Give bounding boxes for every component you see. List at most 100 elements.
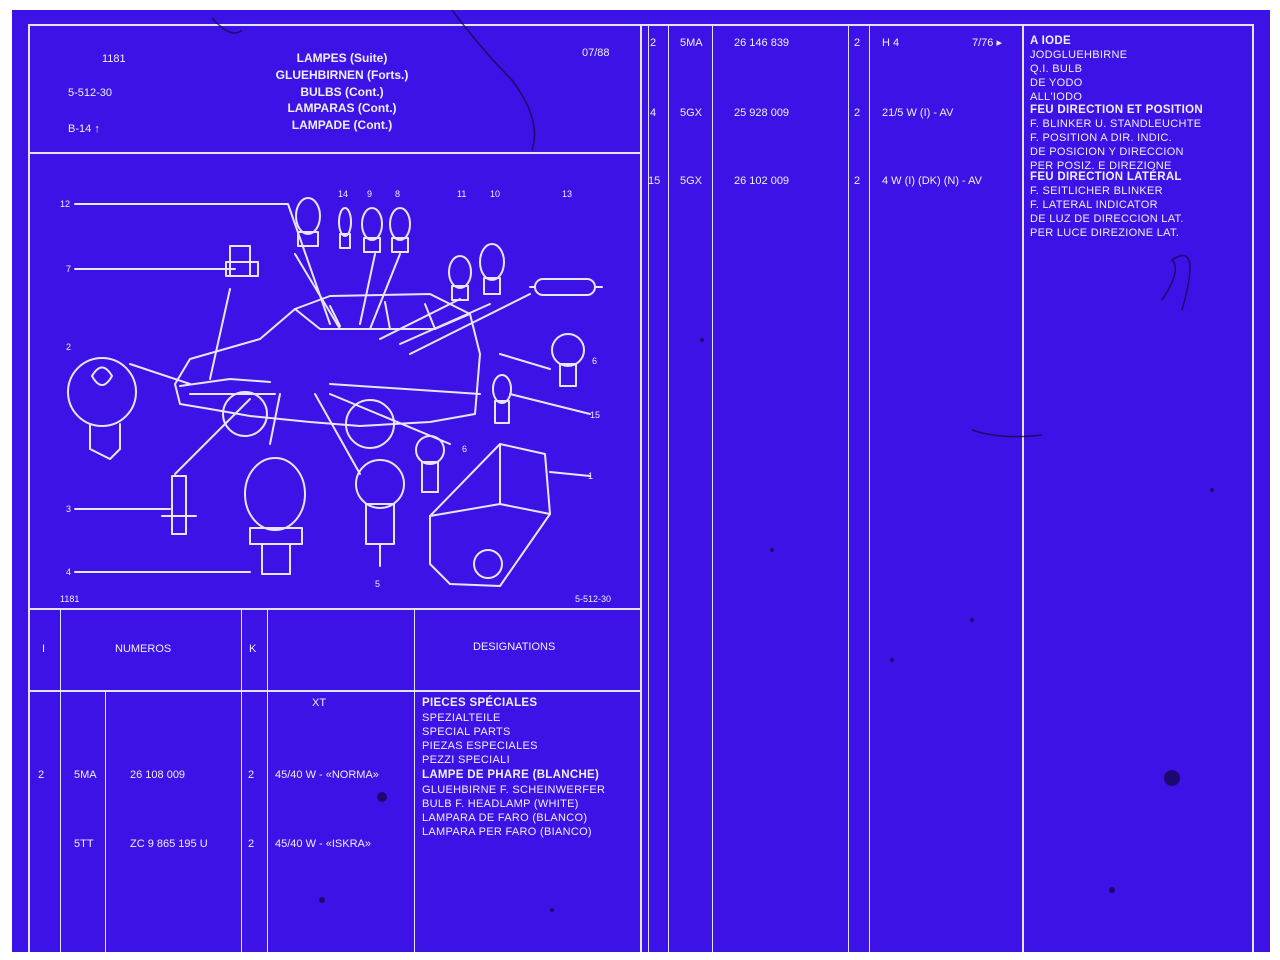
row-qty: 2	[248, 838, 255, 850]
bulb-1	[429, 443, 551, 587]
bulb-6b	[415, 435, 445, 493]
model-label: XT	[312, 697, 327, 709]
title-de: GLUEHBIRNEN (Forts.)	[275, 68, 409, 82]
frame-line	[28, 152, 642, 154]
row-qty: 2	[854, 107, 861, 119]
leader-line	[74, 203, 331, 325]
frame-line	[1252, 24, 1254, 952]
frame-line	[28, 608, 642, 610]
frame-line	[105, 690, 106, 952]
row-qty: 2	[248, 769, 255, 781]
ref-code: 5-512-30	[68, 87, 113, 99]
bulb-6a	[551, 333, 585, 387]
callout-9: 9	[367, 189, 372, 199]
car-outline	[174, 293, 481, 427]
leader-line	[549, 471, 591, 477]
frame-line	[267, 608, 268, 952]
callout-1: 1	[588, 471, 593, 481]
special-line: SPEZIALTEILE	[422, 712, 501, 724]
leader-line	[269, 393, 281, 445]
leader-line	[409, 293, 531, 355]
bulb-3	[161, 475, 197, 535]
designation-line: BULB F. HEADLAMP (WHITE)	[422, 798, 579, 810]
bulb-14	[338, 207, 352, 249]
row-index: 15	[648, 175, 661, 187]
special-line: PEZZI SPECIALI	[422, 754, 510, 766]
bulb-2	[67, 357, 137, 460]
col-numeros: NUMEROS	[115, 643, 172, 655]
row-number: 26 102 009	[734, 175, 790, 187]
bulb-9	[361, 207, 383, 253]
title-es: LAMPARAS (Cont.)	[287, 101, 397, 115]
special-line: SPECIAL PARTS	[422, 726, 511, 738]
row-spec: H 4	[882, 37, 900, 49]
callout-4: 4	[66, 567, 71, 577]
row-index: 4	[650, 107, 657, 119]
callout-14: 14	[338, 189, 348, 199]
callout-12: 12	[60, 199, 70, 209]
frame-line	[869, 24, 870, 952]
row-number: 25 928 009	[734, 107, 790, 119]
designation-line: PER LUCE DIREZIONE LAT.	[1030, 227, 1180, 239]
frame-line	[241, 608, 242, 952]
row-date: 7/76 ▸	[972, 37, 1002, 49]
designation-line: LAMPARA PER FARO (BIANCO)	[422, 826, 592, 838]
bulb-diagram: 12 14 9 8 11 10 13 7 2 6 15 6 1 3 4 5 11…	[60, 189, 611, 604]
leader-line	[209, 288, 231, 380]
car-window	[329, 301, 436, 330]
frame-line	[414, 608, 415, 952]
callout-3: 3	[66, 504, 71, 514]
row-spec: 45/40 W - «NORMA»	[275, 769, 379, 781]
frame-line	[848, 24, 849, 952]
designation-line: F. POSITION A DIR. INDIC.	[1030, 132, 1172, 144]
date: 07/88	[582, 47, 610, 59]
diagram-footer-right: 5-512-30	[575, 594, 611, 604]
bulb-15	[492, 374, 512, 424]
frame-line	[648, 24, 649, 952]
designation-line: DE POSICION Y DIRECCION	[1030, 146, 1184, 158]
leader-line	[359, 253, 376, 325]
designation-line: LAMPE DE PHARE (BLANCHE)	[422, 769, 600, 781]
designation-line: F. LATERAL INDICATOR	[1030, 199, 1158, 211]
leader-line	[509, 393, 591, 415]
designation-line: JODGLUEHBIRNE	[1030, 49, 1128, 61]
designation-line: DE LUZ DE DIRECCION LAT.	[1030, 213, 1184, 225]
callout-15: 15	[590, 410, 600, 420]
row-spec: 21/5 W (I) - AV	[882, 107, 954, 119]
callout-8: 8	[395, 189, 400, 199]
frame-line	[28, 690, 642, 692]
callout-13: 13	[562, 189, 572, 199]
bulb-12	[295, 197, 321, 247]
ref-sub: B-14 ↑	[68, 123, 100, 135]
car-front	[179, 378, 276, 395]
leader-line	[294, 253, 341, 330]
row-code: 5GX	[680, 175, 703, 187]
designation-line: LAMPARA DE FARO (BLANCO)	[422, 812, 588, 824]
designation-line: A IODE	[1030, 35, 1071, 47]
designation-line: DE YODO	[1030, 77, 1083, 89]
frame-line	[28, 24, 30, 952]
row-spec: 45/40 W - «ISKRA»	[275, 838, 371, 850]
diagram-footer-left: 1181	[60, 594, 79, 604]
leader-line	[314, 393, 361, 475]
row-spec: 4 W (I) (DK) (N) - AV	[882, 175, 983, 187]
designation-line: FEU DIRECTION LATÉRAL	[1030, 171, 1182, 183]
bulb-13	[529, 278, 603, 296]
film-artifacts	[211, 10, 1214, 912]
car-wheel-front	[222, 391, 268, 437]
designation-line: F. BLINKER U. STANDLEUCHTE	[1030, 118, 1202, 130]
title-en: BULBS (Cont.)	[300, 85, 384, 99]
special-line: PIECES SPÉCIALES	[422, 697, 538, 709]
leader-line	[129, 363, 191, 385]
row-qty: 2	[854, 37, 861, 49]
leader-line	[379, 298, 461, 340]
callout-5: 5	[375, 579, 380, 589]
frame-line	[640, 24, 642, 952]
designation-line: FEU DIRECTION ET POSITION	[1030, 104, 1203, 116]
car-wheel-rear	[345, 399, 395, 449]
callout-6b: 6	[462, 444, 467, 454]
row-number: 26 108 009	[130, 769, 186, 781]
leader-line	[174, 398, 251, 475]
leader-line	[399, 303, 491, 345]
frame-line	[712, 24, 713, 952]
